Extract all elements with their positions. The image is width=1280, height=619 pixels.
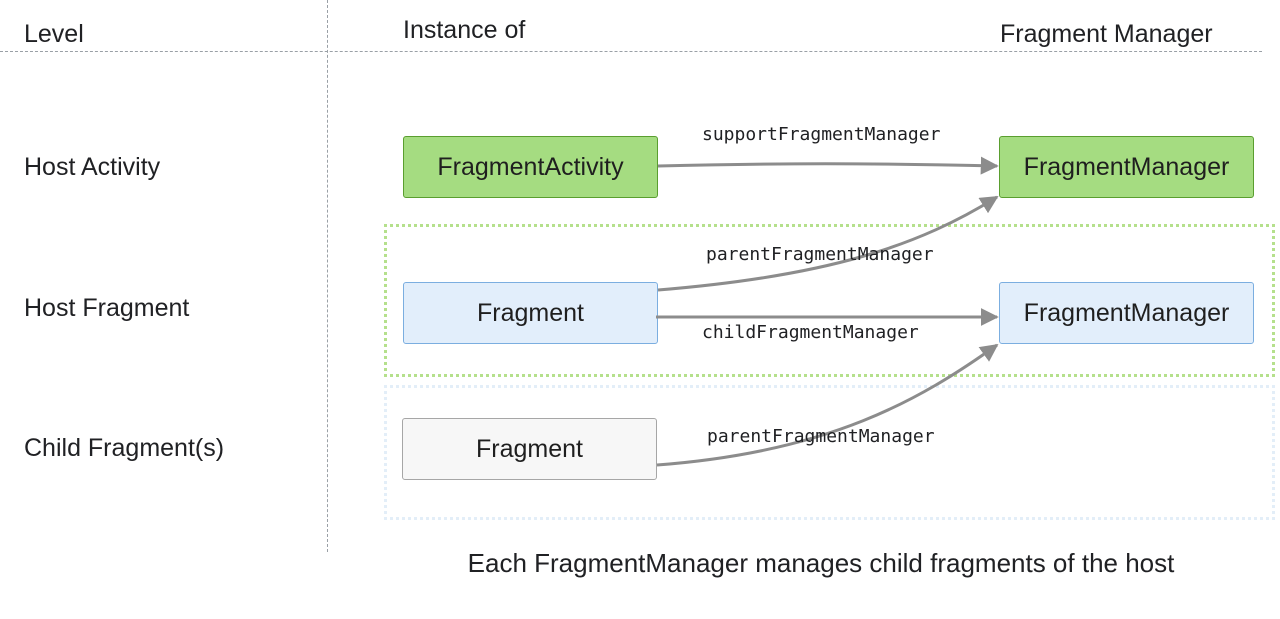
child-fragment-group bbox=[384, 385, 1275, 520]
level-host-fragment: Host Fragment bbox=[24, 294, 190, 322]
child-arrow-label: childFragmentManager bbox=[702, 322, 919, 343]
support-arrow bbox=[657, 156, 999, 175]
header-fragment-manager: Fragment Manager bbox=[1000, 20, 1213, 48]
level-child-fragments: Child Fragment(s) bbox=[24, 434, 225, 462]
diagram-caption: Each FragmentManager manages child fragm… bbox=[467, 548, 1175, 578]
host-fragment-group bbox=[384, 224, 1275, 377]
parent-arrow-host bbox=[657, 195, 999, 292]
column-divider bbox=[327, 0, 328, 552]
support-arrow-label: supportFragmentManager bbox=[702, 124, 941, 145]
fragment-activity-box: FragmentActivity bbox=[403, 136, 658, 198]
header-instance-of: Instance of bbox=[403, 16, 526, 44]
parent-arrow-child bbox=[656, 343, 999, 467]
header-level: Level bbox=[24, 20, 84, 48]
header-divider bbox=[0, 51, 1262, 52]
host-fragment-box: Fragment bbox=[403, 282, 658, 344]
parent-arrow-child-label: parentFragmentManager bbox=[707, 426, 935, 447]
child-fragment-box: Fragment bbox=[402, 418, 657, 480]
host-fragment-manager-box: FragmentManager bbox=[999, 282, 1254, 344]
parent-arrow-host-label: parentFragmentManager bbox=[706, 244, 934, 265]
activity-fragment-manager-box: FragmentManager bbox=[999, 136, 1254, 198]
level-host-activity: Host Activity bbox=[24, 153, 161, 181]
